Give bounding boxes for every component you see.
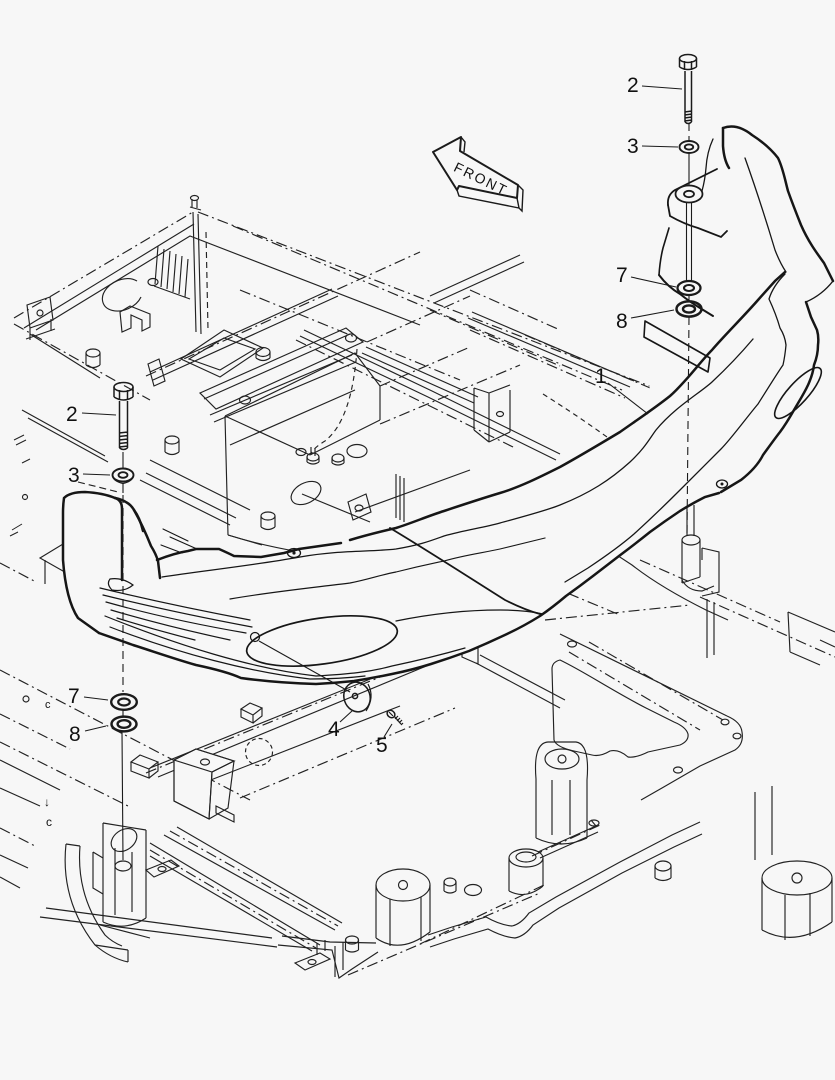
svg-text:7: 7: [68, 685, 80, 708]
svg-text:2: 2: [66, 403, 78, 426]
svg-text:c: c: [45, 699, 51, 711]
svg-text:8: 8: [69, 723, 81, 746]
svg-text:c: c: [46, 815, 52, 829]
svg-text:↓: ↓: [44, 795, 50, 809]
svg-text:7: 7: [616, 264, 628, 287]
svg-text:3: 3: [627, 135, 639, 158]
svg-text:4: 4: [328, 718, 340, 741]
svg-text:8: 8: [616, 310, 628, 333]
svg-text:3: 3: [68, 464, 80, 487]
svg-text:2: 2: [627, 74, 639, 97]
svg-text:5: 5: [376, 734, 388, 757]
svg-text:1: 1: [595, 365, 607, 388]
